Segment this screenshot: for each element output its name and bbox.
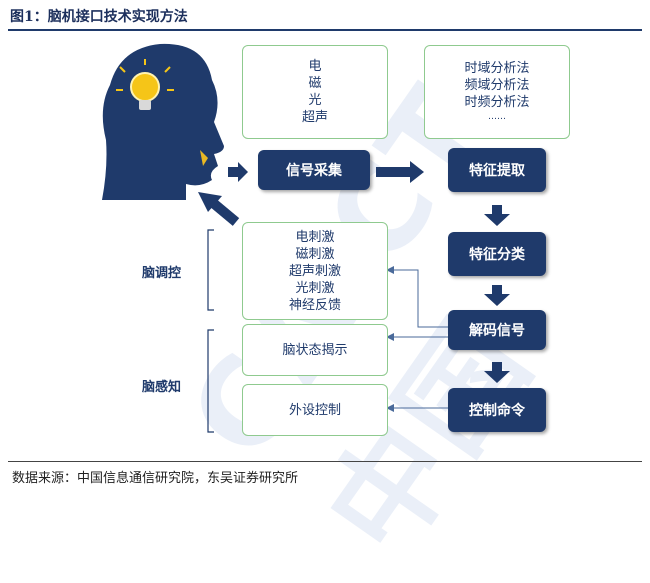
arrow-decode-to-control bbox=[484, 362, 510, 383]
connector-decode-to-regulation bbox=[392, 269, 448, 328]
signal-type-item: 光 bbox=[308, 93, 322, 108]
bracket-perception bbox=[207, 329, 214, 433]
analysis-method-item: 时频分析法 bbox=[464, 95, 530, 110]
regulation-item: 超声刺激 bbox=[288, 263, 341, 279]
arrow-acquisition-to-extraction bbox=[376, 161, 424, 183]
node-control-command: 控制命令 bbox=[448, 388, 546, 432]
regulation-item: 神经反馈 bbox=[288, 297, 341, 313]
lightbulb-icon bbox=[116, 59, 174, 110]
arrow-regulation-to-head bbox=[198, 192, 240, 226]
arrow-head-to-acquisition bbox=[228, 162, 248, 182]
state-display-label: 脑状态揭示 bbox=[282, 342, 348, 358]
node-decode-signal: 解码信号 bbox=[448, 310, 546, 350]
external-control-label: 外设控制 bbox=[288, 402, 341, 418]
label-brain-perception: 脑感知 bbox=[142, 380, 182, 395]
figure-title: 图1：脑机接口技术实现方法 bbox=[10, 9, 188, 25]
arrow-classification-to-decode bbox=[484, 285, 510, 306]
footer-rule bbox=[8, 461, 642, 462]
external-control-box: 外设控制 bbox=[242, 384, 388, 436]
title-rule bbox=[8, 29, 642, 31]
signal-type-item: 磁 bbox=[308, 76, 322, 91]
regulation-item: 光刺激 bbox=[295, 280, 335, 296]
regulation-methods-box: 电刺激 磁刺激 超声刺激 光刺激 神经反馈 bbox=[242, 222, 388, 320]
analysis-method-item: 频域分析法 bbox=[464, 78, 530, 93]
regulation-item: 磁刺激 bbox=[295, 246, 335, 262]
node-feature-classification: 特征分类 bbox=[448, 232, 546, 276]
analysis-method-item: …… bbox=[488, 112, 506, 122]
analysis-methods-box: 时域分析法 频域分析法 时频分析法 …… bbox=[424, 45, 570, 139]
node-feature-extraction: 特征提取 bbox=[448, 148, 546, 192]
bracket-regulation bbox=[207, 229, 214, 311]
regulation-item: 电刺激 bbox=[295, 229, 335, 245]
head-silhouette-icon bbox=[102, 43, 224, 201]
state-display-box: 脑状态揭示 bbox=[242, 324, 388, 376]
flow-arrows bbox=[198, 161, 510, 433]
arrow-extraction-to-classification bbox=[484, 205, 510, 226]
signal-type-item: 超声 bbox=[301, 110, 328, 125]
label-brain-regulation: 脑调控 bbox=[142, 266, 182, 281]
analysis-method-item: 时域分析法 bbox=[464, 61, 530, 76]
node-signal-acquisition: 信号采集 bbox=[258, 150, 370, 190]
signal-types-box: 电 磁 光 超声 bbox=[242, 45, 388, 139]
signal-type-item: 电 bbox=[308, 59, 322, 74]
source-note: 数据来源：中国信息通信研究院，东吴证券研究所 bbox=[12, 471, 299, 486]
